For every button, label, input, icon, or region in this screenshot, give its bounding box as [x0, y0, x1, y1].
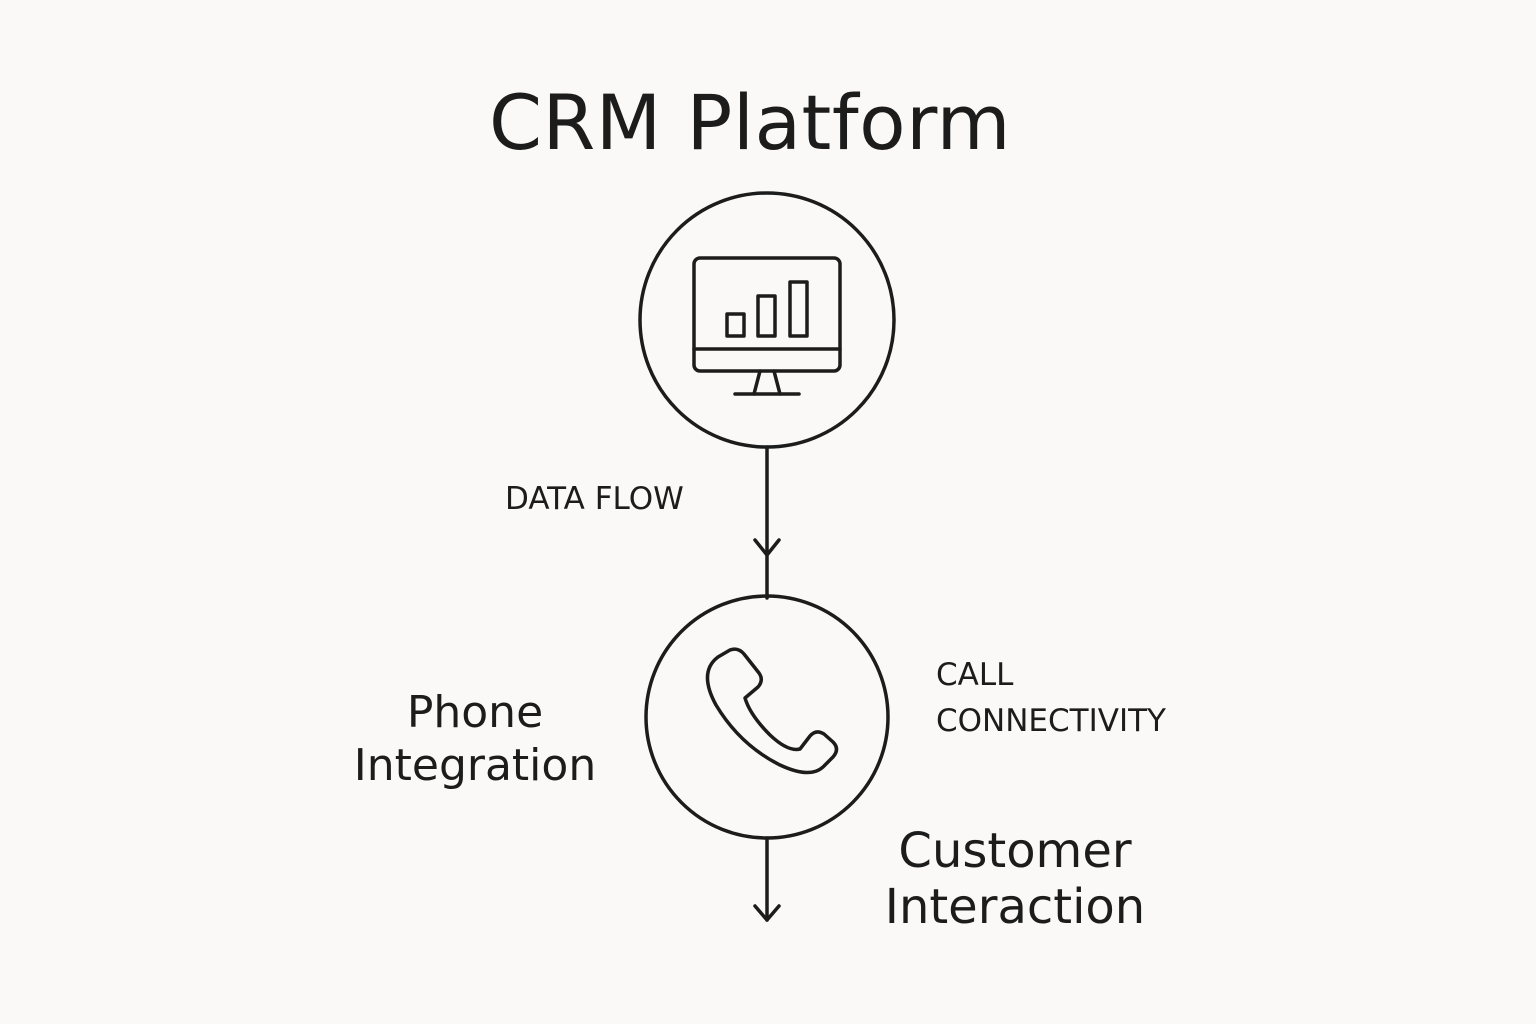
customer-interaction-line-2: Interaction — [884, 879, 1146, 935]
crm-node-circle — [638, 191, 896, 449]
call-connectivity-line-1: CALL — [936, 657, 1014, 693]
phone-integration-line-1: Phone — [406, 687, 544, 738]
diagram-title: CRM Platform — [488, 78, 1012, 167]
phone-node-circle — [644, 594, 890, 840]
data-flow-label: DATA FLOW — [505, 481, 684, 517]
data-flow-arrowhead — [753, 538, 781, 557]
customer-interaction-line-1: Customer — [898, 823, 1132, 879]
phone-integration-label: Phone Integration — [350, 686, 600, 792]
customer-interaction-label: Customer Interaction — [880, 823, 1150, 935]
call-connectivity-label: CALL CONNECTIVITY — [936, 652, 1166, 744]
call-connectivity-line-2: CONNECTIVITY — [936, 703, 1166, 739]
phone-integration-line-2: Integration — [353, 740, 597, 791]
phone-handset-icon — [705, 647, 839, 775]
customer-arrowhead — [753, 904, 781, 922]
monitor-chart-icon — [692, 256, 842, 396]
